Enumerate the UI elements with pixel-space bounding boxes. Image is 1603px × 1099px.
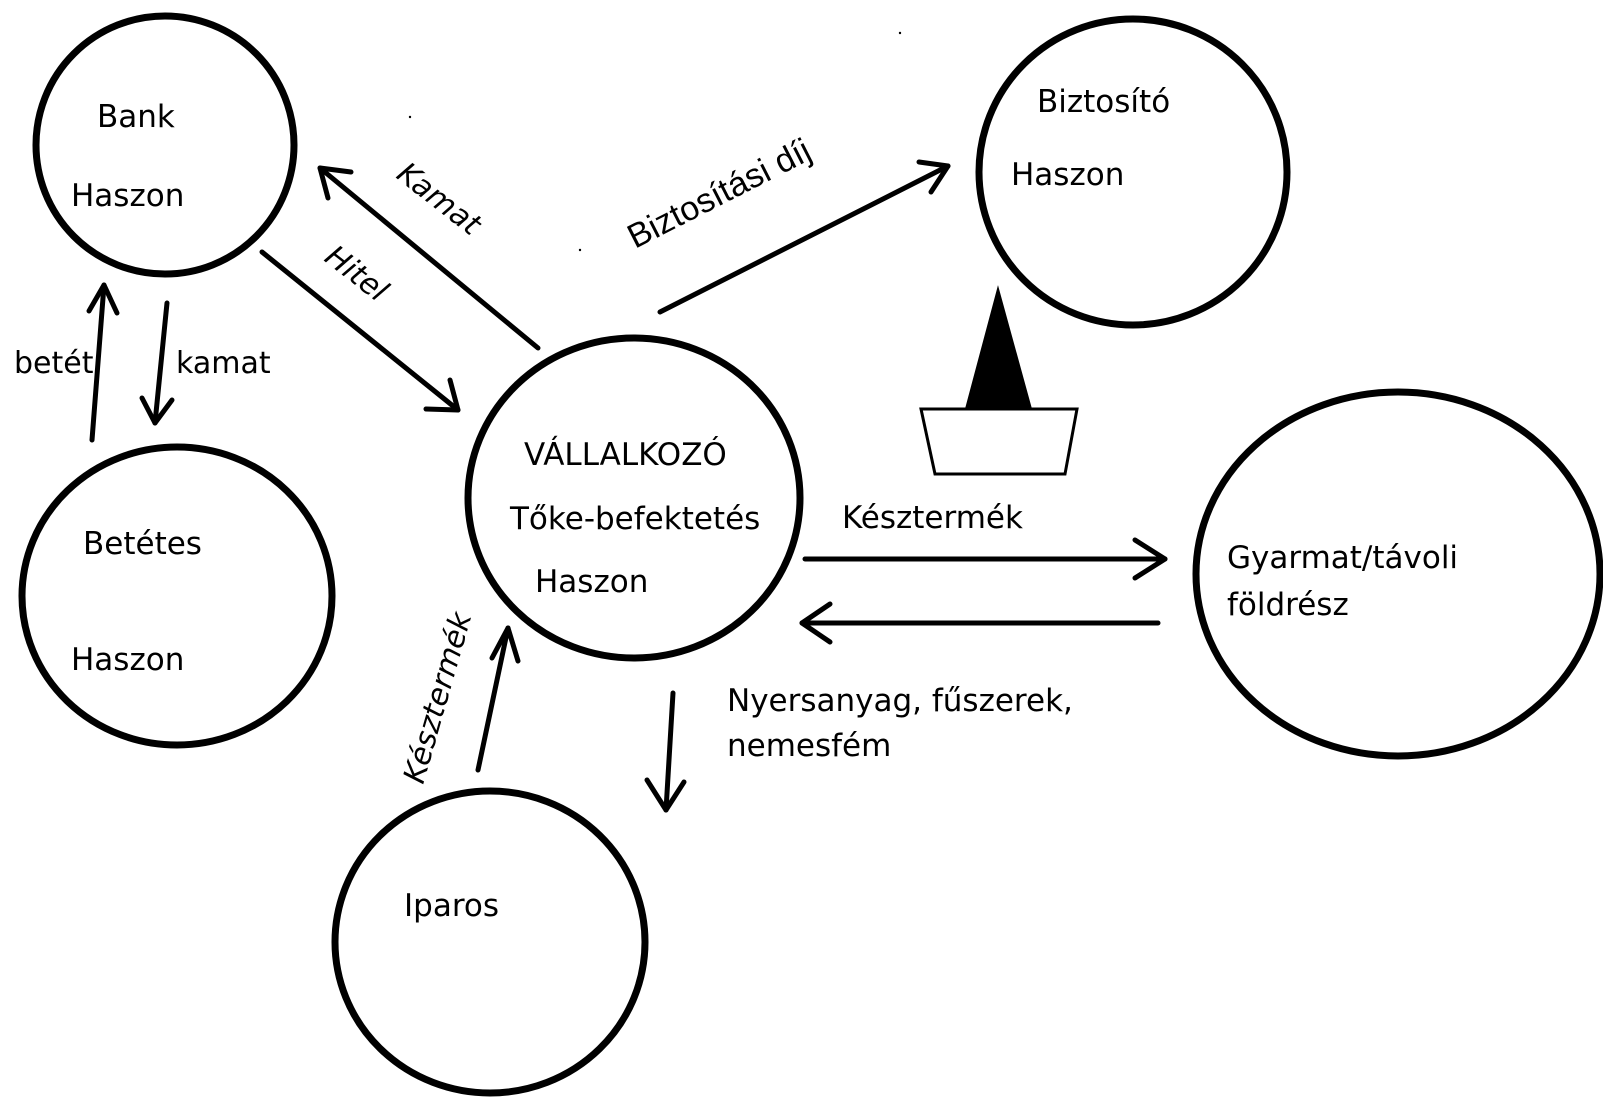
deposit-arrow-head <box>86 282 120 316</box>
raw-material-to-craftsman-arrow-line <box>663 690 676 813</box>
bank-circle <box>32 12 298 278</box>
colony-label-line1: Gyarmat/távoli <box>1227 540 1458 576</box>
colony-circle <box>1192 388 1603 760</box>
loan-arrow-head <box>423 377 461 413</box>
stray-dot <box>578 248 582 252</box>
insurance-fee-arrow-line <box>657 163 951 315</box>
insurance-fee-arrow-head <box>916 159 951 195</box>
insurer-circle <box>975 15 1291 329</box>
entrepreneur-investment: Tőke-befektetés <box>509 501 760 537</box>
deposit-label: betét <box>14 346 94 381</box>
interest-bank-arrow-head <box>317 165 354 201</box>
entrepreneur-title: VÁLLALKOZÓ <box>524 436 727 473</box>
raw-materials-label-line2: nemesfém <box>727 728 891 764</box>
import-arrow-head <box>799 601 833 645</box>
loan-arrow-line <box>259 249 461 413</box>
export-label: Késztermék <box>842 500 1023 536</box>
interest-depositor-label: kamat <box>176 346 271 381</box>
interest-depositor-arrow <box>139 300 175 426</box>
import-arrow <box>799 601 1161 645</box>
ship-icon <box>919 285 1079 476</box>
insurer-title: Biztosító <box>1037 84 1170 120</box>
interest-bank-arrow-line <box>317 165 541 351</box>
loan-arrow <box>259 249 461 413</box>
entrepreneur-circle <box>464 334 804 662</box>
depositor-circle <box>18 443 336 749</box>
deposit-arrow-line <box>89 282 107 443</box>
craftsman-goods-arrow-head <box>489 625 521 664</box>
entrepreneur-node: VÁLLALKOZÓ Tőke-befektetés Haszon <box>464 334 804 662</box>
entrepreneur-profit: Haszon <box>535 564 648 600</box>
interest-depositor-arrow-line <box>152 300 170 426</box>
craftsman-goods-arrow <box>475 625 521 773</box>
raw-material-to-craftsman-arrow <box>644 690 687 813</box>
craftsman-node: Iparos <box>331 787 649 1097</box>
depositor-title: Betétes <box>83 526 202 562</box>
export-arrow-head <box>1132 537 1168 581</box>
craftsman-circle <box>331 787 649 1097</box>
raw-material-to-craftsman-arrow-head <box>644 777 687 813</box>
insurance-fee-arrow <box>657 159 951 315</box>
craftsman-title: Iparos <box>404 888 499 924</box>
interest-bank-label: Kamat <box>390 156 488 244</box>
loan-label: Hitel <box>318 239 395 310</box>
stray-dot <box>898 31 902 35</box>
colony-node: Gyarmat/távoli földrész <box>1192 388 1603 760</box>
export-arrow <box>802 537 1168 581</box>
insurer-node: Biztosító Haszon <box>975 15 1291 329</box>
bank-title: Bank <box>97 99 175 135</box>
ship-sail <box>964 285 1033 410</box>
craftsman-goods-label: Késztermék <box>397 607 480 787</box>
insurance-fee-label: Biztosítási díj <box>621 131 817 256</box>
depositor-node: Betétes Haszon <box>18 443 336 749</box>
raw-materials-label-line1: Nyersanyag, fűszerek, <box>727 683 1073 719</box>
craftsman-goods-arrow-line <box>475 625 511 773</box>
colony-label-line2: földrész <box>1227 587 1349 623</box>
ship-hull <box>919 407 1079 476</box>
bank-profit: Haszon <box>71 178 184 214</box>
depositor-profit: Haszon <box>71 642 184 678</box>
interest-depositor-arrow-head <box>139 395 175 426</box>
deposit-arrow <box>86 282 120 443</box>
stray-dot <box>408 115 412 119</box>
insurer-profit: Haszon <box>1011 157 1124 193</box>
bank-node: Bank Haszon <box>32 12 298 278</box>
interest-bank-arrow <box>317 165 541 351</box>
